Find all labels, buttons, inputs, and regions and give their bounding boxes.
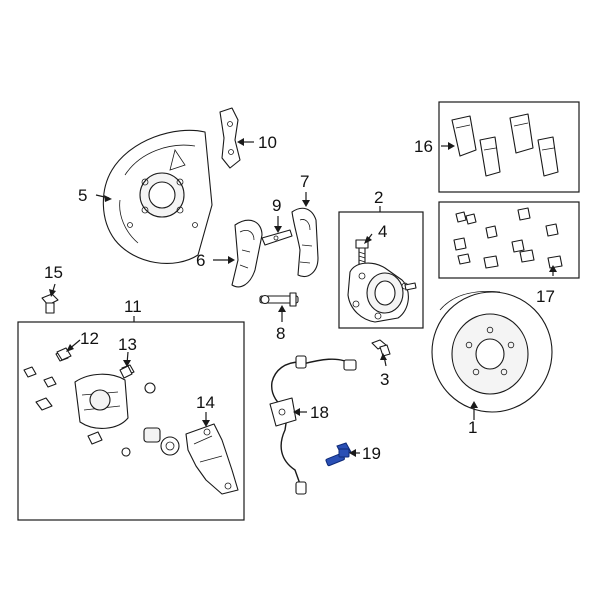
hub-bolt-part-4[interactable] [355, 239, 369, 265]
brake-pads-part-16[interactable] [451, 113, 559, 177]
strut-part-8[interactable] [259, 292, 299, 307]
bolt-part-19-highlighted[interactable] [325, 442, 352, 467]
brake-rotor-part-1[interactable] [431, 290, 553, 413]
callout-17: 17 [536, 287, 555, 306]
callout-9: 9 [272, 196, 281, 215]
callout-15: 15 [44, 263, 63, 282]
bracket-part-10[interactable] [219, 107, 241, 169]
callout-3: 3 [380, 370, 389, 389]
group-box-caliper-11 [17, 321, 245, 521]
callout-2: 2 [374, 188, 383, 207]
group-box-hardware-17 [438, 201, 580, 279]
callout-11: 11 [124, 297, 142, 316]
adjuster-part-9[interactable] [261, 229, 293, 246]
leader-lines [49, 138, 557, 457]
callout-12: 12 [80, 329, 99, 348]
caliper-bracket-part-14[interactable] [185, 423, 239, 495]
bolt-part-13[interactable] [119, 365, 133, 379]
group-box-pads-16 [438, 101, 580, 193]
abs-sensor-part-18[interactable] [269, 355, 357, 495]
callout-16: 16 [414, 137, 433, 156]
callout-labels: 1 2 3 4 5 6 7 8 9 10 11 12 13 14 15 16 1… [44, 133, 555, 463]
callout-10: 10 [258, 133, 277, 152]
callout-1: 1 [468, 418, 477, 437]
callout-4: 4 [378, 222, 387, 241]
backing-plate-part-5[interactable] [102, 129, 213, 264]
brake-shoe-part-7[interactable] [291, 207, 319, 277]
callout-18: 18 [310, 403, 329, 422]
group-box-hub-2 [338, 211, 424, 329]
bolt-part-3[interactable] [371, 339, 391, 357]
hardware-kit-part-17[interactable] [453, 207, 563, 269]
callout-14: 14 [196, 393, 215, 412]
callout-6: 6 [196, 251, 205, 270]
hub-bearing-part-2[interactable] [347, 262, 417, 323]
brake-shoe-part-6[interactable] [231, 219, 263, 288]
callout-8: 8 [276, 324, 285, 343]
callout-13: 13 [118, 335, 137, 354]
callout-7: 7 [300, 172, 309, 191]
callout-5: 5 [78, 186, 87, 205]
bolt-part-15[interactable] [41, 293, 59, 314]
callout-19: 19 [362, 444, 381, 463]
caliper-assembly-part-11[interactable] [23, 349, 180, 457]
